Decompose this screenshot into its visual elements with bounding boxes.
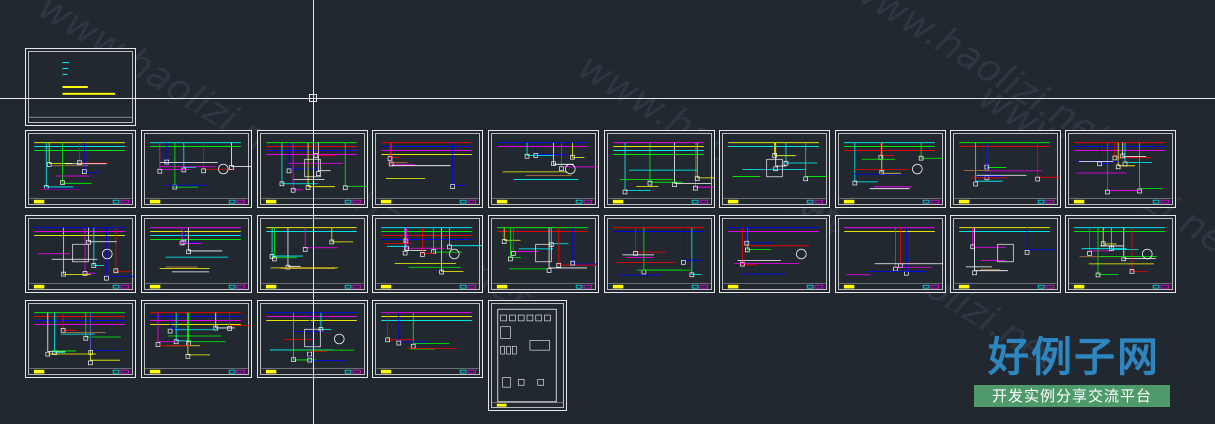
drawing-sheet[interactable]	[1065, 130, 1176, 208]
schematic-drawing	[1069, 142, 1172, 204]
schematic-drawing	[954, 142, 1060, 204]
schematic-drawing	[145, 312, 251, 374]
drawing-sheet[interactable]	[25, 300, 136, 378]
crosshair-vertical	[313, 0, 314, 424]
schematic-drawing	[492, 227, 598, 289]
schematic-drawing	[261, 142, 367, 204]
drawing-sheet[interactable]	[25, 215, 136, 293]
schematic-drawing	[492, 142, 598, 204]
schematic-drawing	[145, 227, 248, 289]
drawing-sheet[interactable]	[488, 130, 599, 208]
drawing-sheet[interactable]	[141, 300, 252, 378]
schematic-drawing	[723, 142, 828, 204]
schematic-drawing	[608, 227, 711, 289]
drawing-sheet[interactable]	[372, 215, 483, 293]
schematic-drawing	[145, 142, 251, 204]
cover-sheet[interactable]	[25, 48, 136, 126]
drawing-sheet[interactable]	[488, 215, 599, 293]
panel-layout-drawing	[491, 308, 564, 407]
drawing-sheet[interactable]	[835, 130, 946, 208]
drawing-sheet[interactable]	[257, 300, 368, 378]
drawing-sheet[interactable]	[141, 130, 252, 208]
schematic-drawing	[723, 227, 826, 289]
schematic-drawing	[29, 312, 132, 374]
watermark-title: 好例子网	[988, 333, 1160, 381]
drawing-sheet[interactable]	[257, 130, 368, 208]
drawing-sheet[interactable]	[604, 215, 715, 293]
schematic-drawing	[261, 227, 364, 289]
drawing-sheet[interactable]	[835, 215, 946, 293]
watermark-subtitle: 开发实例分享交流平台	[974, 385, 1170, 407]
drawing-sheet[interactable]	[372, 130, 483, 208]
drawing-sheet[interactable]	[141, 215, 252, 293]
drawing-sheet[interactable]	[719, 130, 830, 208]
schematic-drawing	[376, 227, 482, 289]
site-watermark: 好例子网 开发实例分享交流平台	[974, 335, 1174, 407]
drawing-sheet[interactable]	[719, 215, 830, 293]
drawing-sheet[interactable]	[950, 130, 1061, 208]
drawing-sheet[interactable]	[372, 300, 483, 378]
drawing-sheet[interactable]	[25, 130, 136, 208]
drawing-sheet[interactable]	[604, 130, 715, 208]
schematic-drawing	[1069, 227, 1172, 289]
panel-layout-sheet[interactable]	[488, 300, 567, 411]
drawing-sheet[interactable]	[1065, 215, 1176, 293]
schematic-drawing	[29, 227, 135, 289]
crosshair-pickbox	[309, 94, 317, 102]
cover-sheet-drawing	[28, 62, 133, 118]
schematic-drawing	[608, 142, 714, 204]
schematic-drawing	[376, 312, 479, 374]
crosshair-horizontal	[0, 98, 1215, 99]
schematic-drawing	[29, 142, 132, 204]
schematic-drawing	[376, 142, 479, 204]
drawing-sheet[interactable]	[257, 215, 368, 293]
schematic-drawing	[954, 227, 1057, 289]
schematic-drawing	[839, 227, 944, 289]
schematic-drawing	[839, 142, 943, 204]
drawing-sheet[interactable]	[950, 215, 1061, 293]
schematic-drawing	[261, 312, 364, 374]
